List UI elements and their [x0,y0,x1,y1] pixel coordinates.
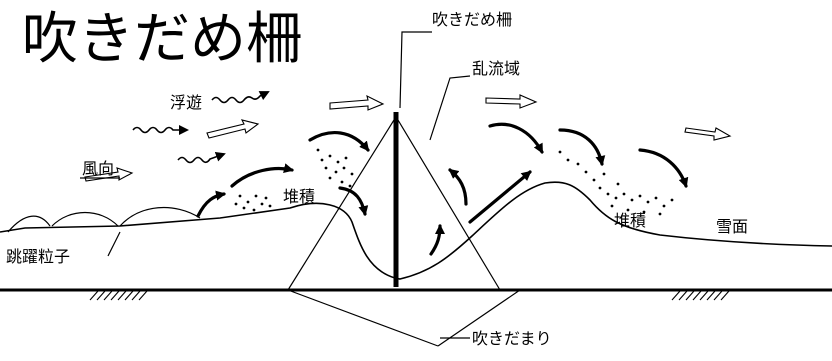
label-fence: 吹きだめ柵 [432,10,512,29]
page-title: 吹きだめ柵 [22,7,302,72]
label-deposit-left: 堆積 [283,187,315,206]
leader-lines [80,31,471,339]
snowdrift-guide-lines [287,119,521,347]
snow-surface-profile [0,181,832,280]
label-snow-surface: 雪面 [716,217,748,236]
label-turbulence: 乱流域 [472,59,520,78]
label-suspension: 浮遊 [170,93,202,112]
label-snowdrift: 吹きだまり [472,329,552,348]
ground-hatch-right [671,290,730,301]
label-wind-direction: 風向 [82,159,114,178]
ground-hatch-left [89,290,148,301]
flow-arrows-curved [196,122,689,256]
wind-arrows-hollow [84,94,732,182]
label-saltation: 跳躍粒子 [6,247,70,266]
label-deposit-right: 堆積 [614,211,646,230]
saltation-hops [7,206,201,233]
snow-particles [234,148,674,216]
suspension-wavy-arrows [132,91,270,164]
